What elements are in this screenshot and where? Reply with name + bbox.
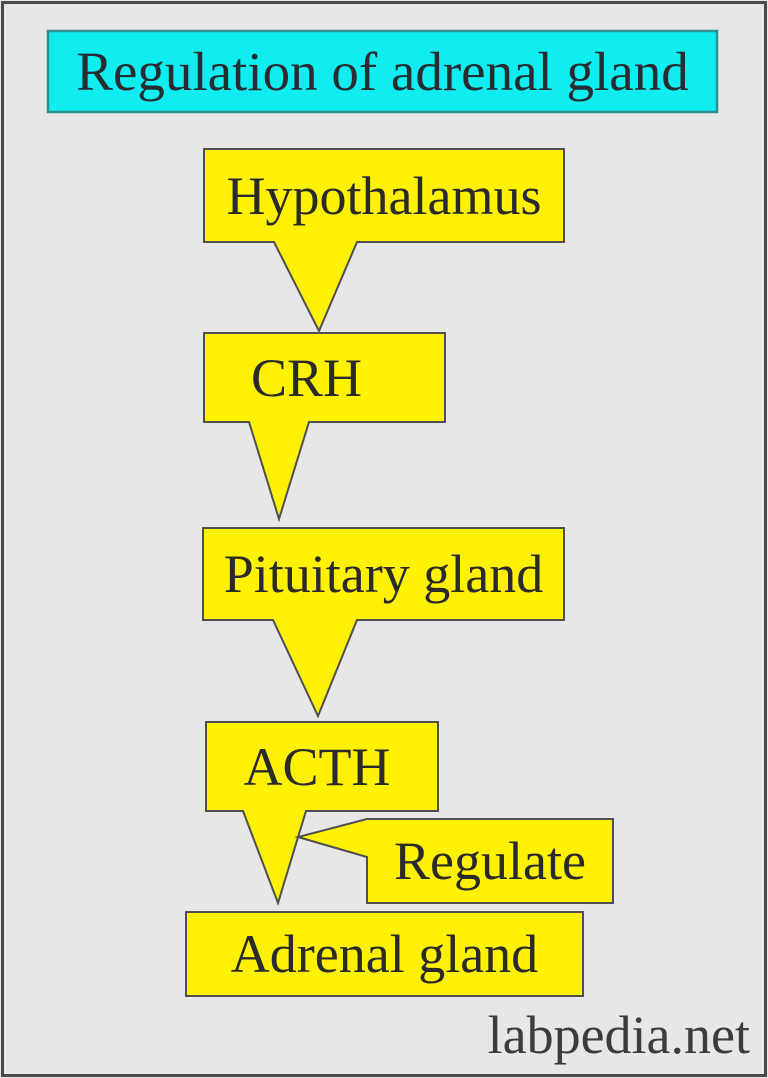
callout-hypothalamus-shape [203,148,565,334]
callout-pituitary-shape [202,527,565,719]
node-regulate-label: Regulate [394,831,586,891]
node-hypothalamus-label: Hypothalamus [226,165,542,226]
box-adrenal-shape [185,911,584,997]
node-acth-label: ACTH [243,736,391,797]
diagram-title: Regulation of adrenal gland [76,41,689,102]
watermark-label: labpedia.net [487,1005,750,1065]
callout-crh-shape [203,332,446,523]
callout-regulate-shape [294,818,614,904]
title-box-shape [46,29,719,114]
node-pituitary-label: Pituitary gland [223,544,544,604]
node-crh-label: CRH [250,347,363,408]
callout-acth-shape [205,721,439,907]
node-adrenal-label: Adrenal gland [230,924,539,984]
